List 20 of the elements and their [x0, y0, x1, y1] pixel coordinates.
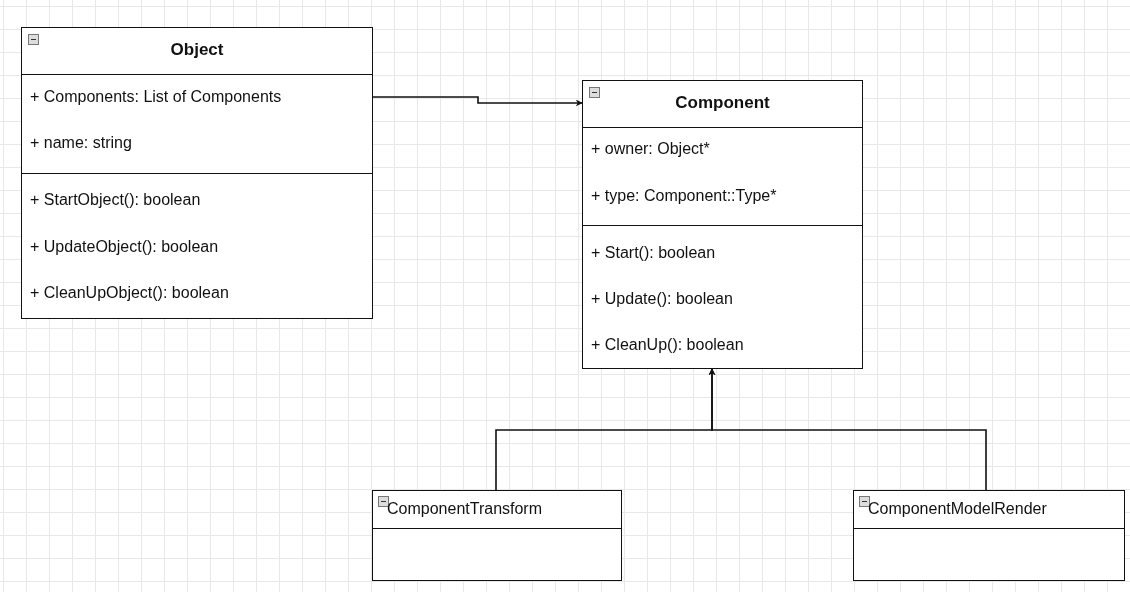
method-text: + CleanUpObject(): boolean [30, 284, 229, 302]
class-box [21, 27, 373, 319]
class-name: ComponentTransform [387, 500, 543, 518]
association-arrow [372, 96, 583, 107]
attribute-text: + owner: Object* [591, 140, 710, 158]
class-name: ComponentModelRender [868, 500, 1047, 518]
method-text: + Start(): boolean [591, 244, 716, 262]
class-box [372, 490, 622, 581]
inheritance-arrow [708, 368, 987, 491]
class-name: Component [674, 93, 771, 113]
attribute-text: + type: Component::Type* [591, 187, 777, 205]
attribute-text: + name: string [30, 134, 132, 152]
class-name: Object [169, 40, 225, 60]
method-text: + Update(): boolean [591, 290, 733, 308]
class-box [853, 490, 1125, 581]
method-text: + CleanUp(): boolean [591, 336, 744, 354]
method-text: + UpdateObject(): boolean [30, 238, 219, 256]
method-text: + StartObject(): boolean [30, 191, 201, 209]
attribute-text: + Components: List of Components [30, 88, 282, 106]
class-box [582, 80, 863, 369]
